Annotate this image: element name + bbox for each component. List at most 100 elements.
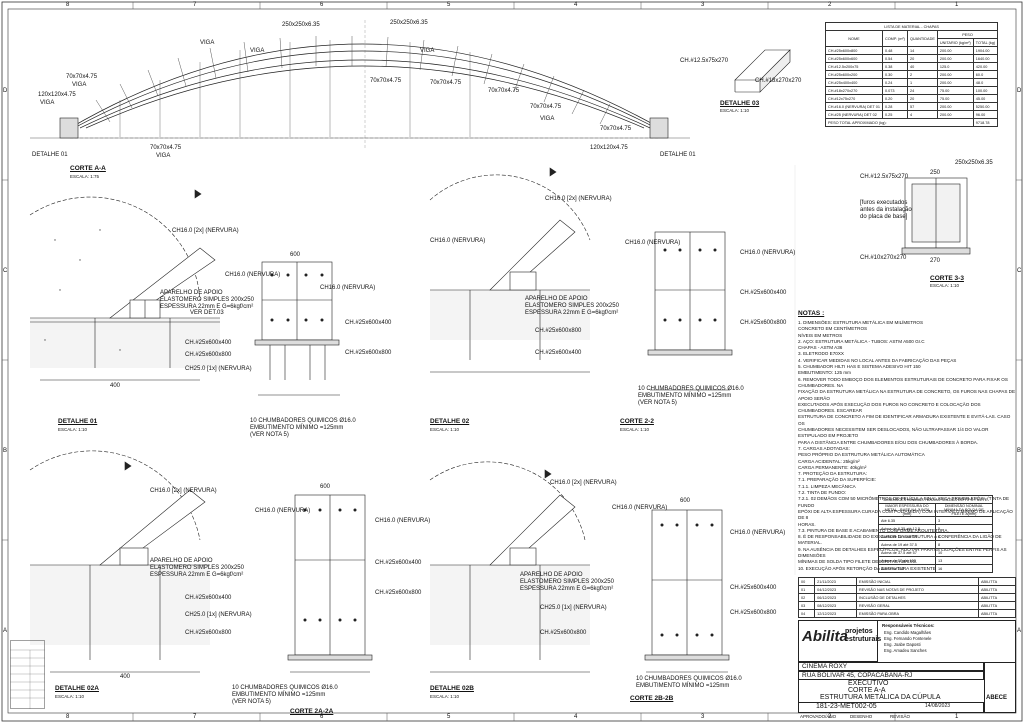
material-cell: 14 xyxy=(906,46,938,55)
weld-cell: Até 6.35 xyxy=(878,516,936,525)
weld-cell: 13 xyxy=(935,556,993,565)
grid-col-8: 8 xyxy=(66,2,70,8)
view-title-detalhe-01: DETALHE 01 xyxy=(58,418,98,425)
weld-table-header: DIMENSÕES MÍNIMAS PARA AS SOLDAS DO TIPO… xyxy=(878,495,993,504)
weld-cell: 5 xyxy=(935,524,993,533)
company-tagline: projetos estruturais xyxy=(845,628,882,643)
plate-label: CH.#25x600x800 xyxy=(740,320,787,326)
grid-col-5-bottom: 5 xyxy=(447,714,451,720)
material-cell: CH.#25 (NERVURA) DET 02 xyxy=(825,110,883,119)
material-cell: 0.24 xyxy=(881,78,908,87)
material-cell: 1904.00 xyxy=(972,46,999,55)
project-cell xyxy=(798,662,984,671)
material-cell: 5250.00 xyxy=(972,102,999,111)
aparelho-label-2: ELASTOMERO SIMPLES 200x250 xyxy=(160,297,254,303)
plate-label: CH.#25x600x800 xyxy=(345,350,392,356)
aparelho-label-2: ELASTOMERO SIMPLES 200x250 xyxy=(520,579,614,585)
grid-row-b: B xyxy=(3,448,8,454)
weld-col-thickness: MAIOR ESPESSURA DO METAL - BASE NA JUNTA… xyxy=(878,503,936,517)
resp-1: Eng. Candido Magalhães xyxy=(884,630,932,635)
revision-cell: 06/12/2023 xyxy=(814,593,858,602)
view-title-corte-aa: CORTE A-A xyxy=(70,165,106,172)
revision-cell: 04/12/2023 xyxy=(814,585,858,594)
chumbador-note-3: (VER NOTA 5) xyxy=(250,432,289,438)
revision-cell: REVISÃO NAS NOTAS DE PROJETO xyxy=(856,585,979,594)
grid-col-1: 1 xyxy=(955,2,959,8)
material-cell: 0.20 xyxy=(881,94,908,103)
plate-label: CH.#25x600x400 xyxy=(185,340,232,346)
profile-label: 250x250x6.35 xyxy=(390,20,428,26)
chumbador-note-1: 10 CHUMBADORES QUIMICOS Ø16.0 xyxy=(636,676,742,682)
plate-label: CH.#25x600x800 xyxy=(185,630,232,636)
material-cell: 4 xyxy=(906,110,938,119)
approved-label: APROVADO/ANO xyxy=(800,714,837,719)
grid-row-a-right: A xyxy=(1017,628,1022,634)
profile-label: 250x250x6.35 xyxy=(282,22,320,28)
sheet-code: 181-23-MET002-05 xyxy=(816,703,877,710)
mat-col-comp: COMP. (m²) xyxy=(881,30,908,47)
revision-cell: REVISÃO GERAL xyxy=(856,601,979,610)
viga-label: VIGA xyxy=(40,100,55,106)
plate-label: CH.#25x600x800 xyxy=(540,630,587,636)
chumbador-note-1: 10 CHUMBADORES QUIMICOS Ø16.0 xyxy=(232,685,338,691)
ch16-label: CH16.0 (NERVURA) xyxy=(740,250,796,256)
ch16-label: CH16.0 (NERVURA) xyxy=(225,272,281,278)
revision-cell: INCLUSÃO DE DETALHES xyxy=(856,593,979,602)
dim-270: 270 xyxy=(930,258,941,264)
viga-label: VIGA xyxy=(72,82,87,88)
revision-cell: EMISSÃO PARA OBRA xyxy=(856,609,979,618)
material-cell: 0.38 xyxy=(881,62,908,71)
viga-label: VIGA xyxy=(200,40,215,46)
material-cell: CH.#12.5x200x75 xyxy=(825,62,883,71)
chumbador-note-3: (VER NOTA 5) xyxy=(638,400,677,406)
weld-cell: 3 xyxy=(935,516,993,525)
profile-label: 70x70x4.75 xyxy=(430,80,462,86)
ch16-label: CH16.0 [2x] (NERVURA) xyxy=(172,228,239,234)
company-logo: Abilita xyxy=(802,628,848,645)
ch16-label: CH16.0 (NERVURA) xyxy=(375,518,431,524)
chumbador-note-3: (VER NOTA 5) xyxy=(232,699,271,705)
grid-col-4: 4 xyxy=(574,2,578,8)
material-cell: 75.00 xyxy=(936,94,974,103)
plate-label: CH.#25x600x800 xyxy=(185,352,232,358)
aparelho-label-3: ESPESSURA 22mm E G=6kgf/cm² xyxy=(525,310,619,316)
aparelho-label-2: ELASTOMERO SIMPLES 200x250 xyxy=(525,303,619,309)
resp-2: Eng. Fernando Fontenele xyxy=(884,636,932,641)
detalhe-ref: DETALHE 01 xyxy=(32,152,68,158)
grid-col-4-bottom: 4 xyxy=(574,714,578,720)
revision-cell: ABILITTA xyxy=(977,601,1017,610)
revision-cell: 12/12/2023 xyxy=(814,609,858,618)
weld-cell: Acima de 12.5 até 19 xyxy=(878,532,936,541)
material-cell: 420.00 xyxy=(972,62,999,71)
revision-cell: ABILITTA xyxy=(977,577,1017,586)
material-cell: 200.00 xyxy=(936,102,974,111)
material-cell: CH.#25x400x400 xyxy=(825,78,883,87)
project-address: RUA BOLIVAR 45, COPACABANA-RJ xyxy=(802,672,913,679)
plate-label: CH.#25x600x400 xyxy=(185,595,232,601)
ch25-label: CH25.0 [1x] (NERVURA) xyxy=(185,366,252,372)
viga-label: VIGA xyxy=(540,116,555,122)
material-cell: 45.00 xyxy=(972,94,999,103)
view-scale-corte-aa: ESCALA: 1:75 xyxy=(70,174,100,179)
material-cell: 0.30 xyxy=(881,70,908,79)
plate-label: CH.#25x600x400 xyxy=(730,585,777,591)
weld-col-size: DIMENSÃO NOMINAL MÍNIMA DA SOLDA DE FILE… xyxy=(935,503,993,517)
view-title-detalhe-02: DETALHE 02 xyxy=(430,418,470,425)
mat-col-qty: QUANTIDADE xyxy=(906,30,938,47)
grid-row-b-right: B xyxy=(1017,448,1022,454)
revision-cell: 03 xyxy=(797,601,816,610)
